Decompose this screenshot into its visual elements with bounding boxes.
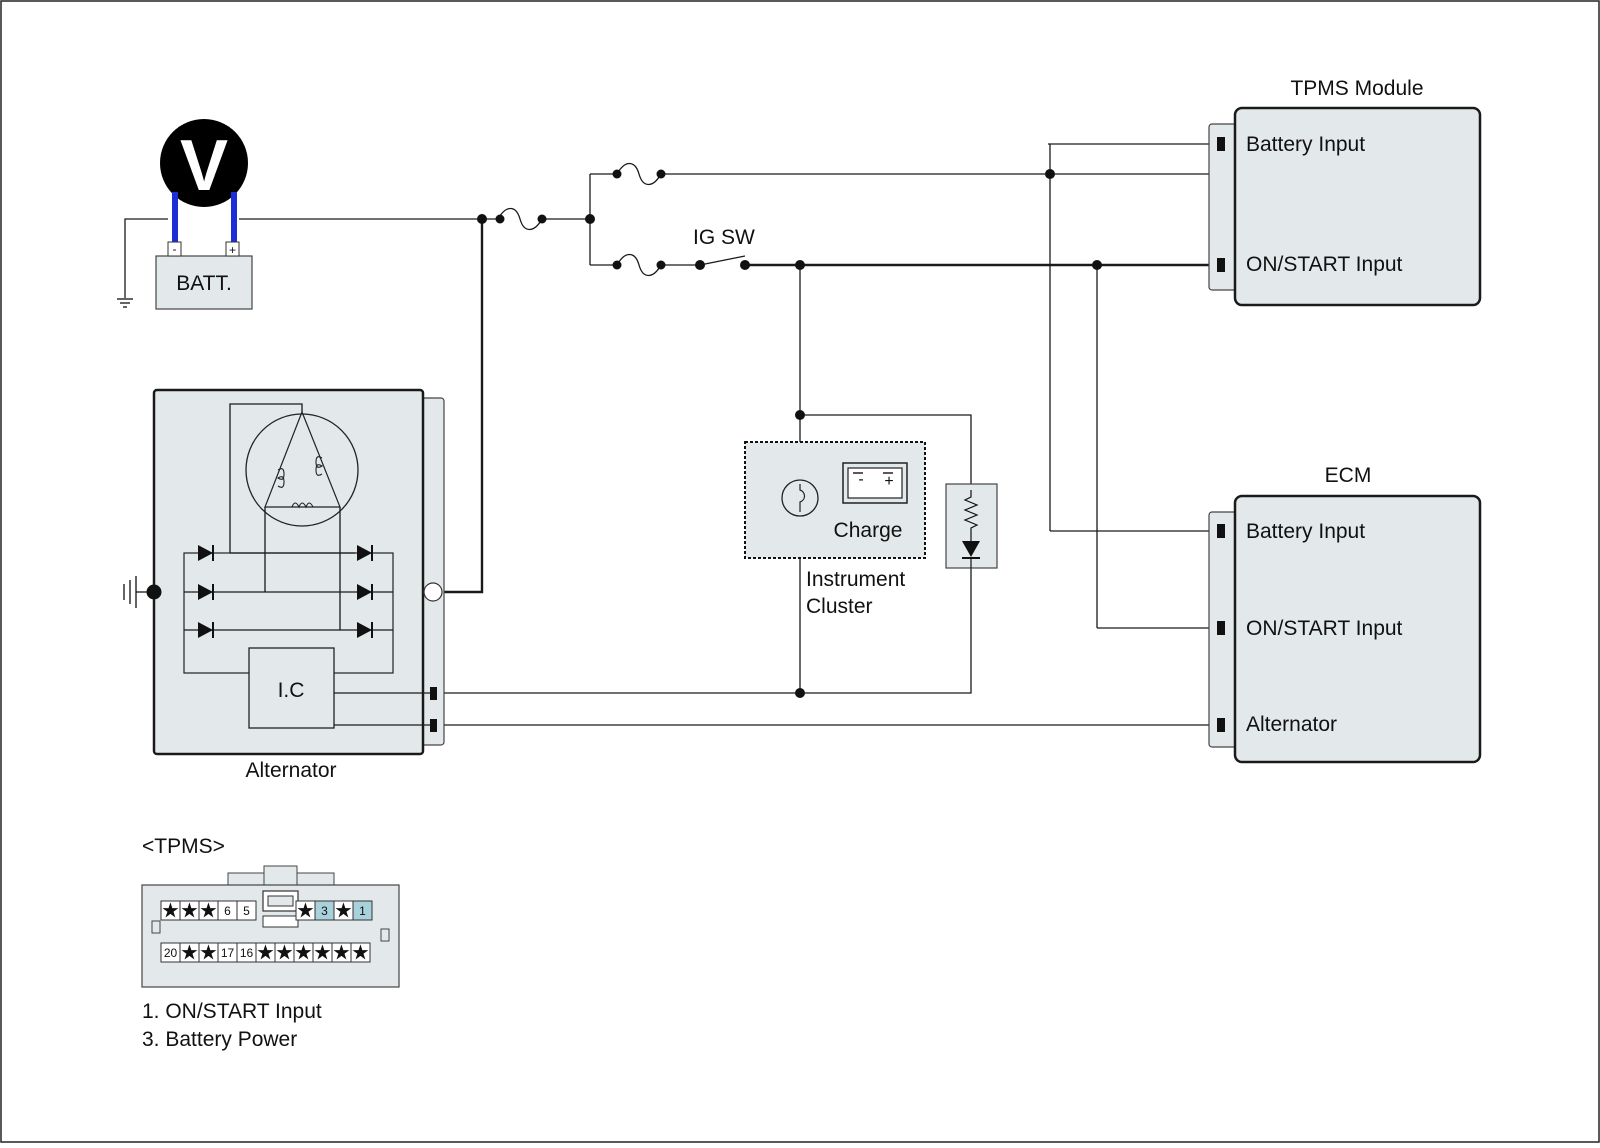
connector-bottom-pin-label: ★ <box>295 943 312 963</box>
connector-top-pin-label: ★ <box>200 901 217 921</box>
tpms-pin-battery-input: Battery Input <box>1246 133 1365 156</box>
cluster-label-line2: Cluster <box>806 595 873 618</box>
ig-switch-label: IG SW <box>693 226 755 249</box>
connector-top-pin-label: 6 <box>224 904 231 918</box>
connector-top-pin-label: ★ <box>162 901 179 921</box>
alternator-label: Alternator <box>245 759 336 782</box>
connector-bottom-pin-label: ★ <box>333 943 350 963</box>
connector-legend-1: 1. ON/START Input <box>142 1000 322 1023</box>
cluster-label-line1: Instrument <box>806 568 905 591</box>
connector-bottom-pin-label: ★ <box>352 943 369 963</box>
connector-bottom-pin-label: 16 <box>240 946 254 960</box>
battery-pos-sign: + <box>229 243 236 257</box>
connector-bottom-pin-label: ★ <box>181 943 198 963</box>
connector-bottom-pin-label: 17 <box>221 946 235 960</box>
charge-lamp-icon <box>781 479 819 517</box>
battery-label: BATT. <box>176 272 232 295</box>
battery-neg-sign: - <box>173 242 177 256</box>
alternator-ground-icon <box>123 576 162 608</box>
connector-bottom-pin-label: ★ <box>200 943 217 963</box>
rectifier-diode-icon <box>198 545 373 638</box>
ecm-module: ECM Battery Input ON/START Input Alterna… <box>1208 464 1482 764</box>
connector-top-pin-label: 1 <box>359 904 366 918</box>
connector-top-pin-label: ★ <box>181 901 198 921</box>
voltmeter-symbol: V <box>180 126 228 206</box>
tpms-module: TPMS Module Battery Input ON/START Input <box>1208 77 1482 307</box>
connector-bottom-pin-label: ★ <box>276 943 293 963</box>
alternator-b-terminal <box>423 582 443 602</box>
ecm-title: ECM <box>1325 464 1372 487</box>
tpms-pin-on-start-input: ON/START Input <box>1246 253 1403 276</box>
tpms-module-title: TPMS Module <box>1290 77 1423 100</box>
charge-label: Charge <box>834 519 903 542</box>
battery-ground-icon <box>117 218 168 308</box>
ecm-pin-battery-input: Battery Input <box>1246 520 1365 543</box>
junction-dots <box>477 169 1102 698</box>
connector-title: <TPMS> <box>142 835 225 858</box>
svg-text:+: + <box>884 473 893 490</box>
connector-bottom-pin-cell <box>350 942 371 963</box>
battery-warning-icon: - + <box>842 462 908 504</box>
resistor-diode-icon <box>945 483 998 569</box>
connector-top-pin-cell <box>236 900 257 921</box>
connector-legend-2: 3. Battery Power <box>142 1028 297 1051</box>
connector-bottom-pin-label: ★ <box>314 943 331 963</box>
ic-block <box>248 647 335 729</box>
connector-top-pin-label: 5 <box>243 904 250 918</box>
connector-bottom-pin-label: 20 <box>164 946 178 960</box>
connector-top-pin-cell <box>352 900 373 921</box>
voltmeter: V <box>160 119 248 245</box>
instrument-cluster: - + Charge Instrument Cluster <box>744 441 926 618</box>
connector-top-pin-label: 3 <box>321 904 328 918</box>
connector-top-pin-label: ★ <box>297 901 314 921</box>
ecm-pin-alternator: Alternator <box>1246 713 1337 736</box>
connector-bottom-pin-label: ★ <box>257 943 274 963</box>
alternator: I.C Alternator <box>123 388 445 782</box>
stator-coil-icon <box>245 411 359 527</box>
battery: - + BATT. <box>155 241 253 310</box>
svg-text:-: - <box>858 471 863 488</box>
ic-label: I.C <box>278 679 305 702</box>
connector-top-pin-label: ★ <box>335 901 352 921</box>
ecm-pin-on-start-input: ON/START Input <box>1246 617 1403 640</box>
